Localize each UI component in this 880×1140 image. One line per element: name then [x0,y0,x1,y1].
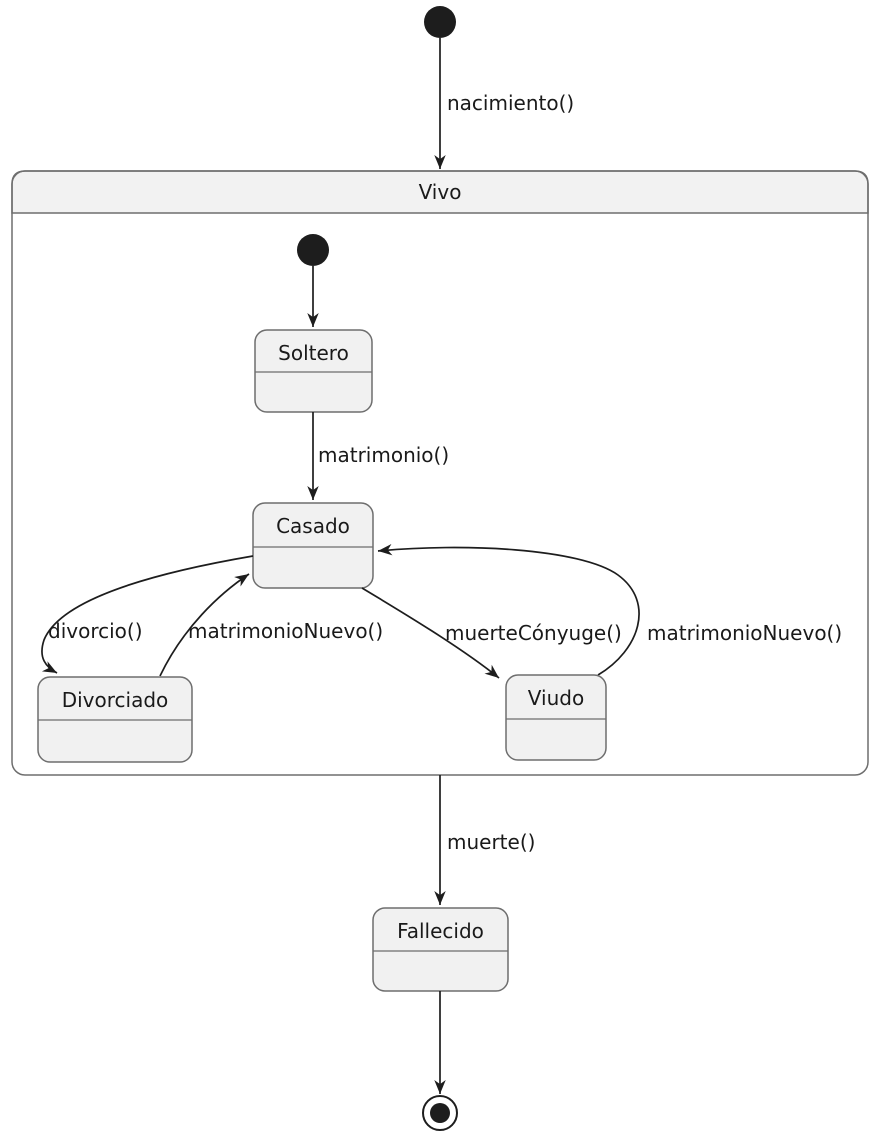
transition-divorcio-label: divorcio() [48,619,143,643]
initial-state-icon [424,6,456,38]
state-divorciado: Divorciado [37,676,193,763]
transition-divorcio-arrow [41,555,254,674]
state-casado-label: Casado [276,514,350,538]
transition-matrimonio-nuevo-left-arrow [159,573,250,677]
state-fallecido-label: Fallecido [397,919,484,943]
transition-muerte-conyuge-label: muerteCónyuge() [445,621,622,645]
transition-matrimonio-nuevo-right-arrow [377,543,640,676]
state-soltero-label: Soltero [278,341,349,365]
transition-matrimonio-nuevo-left-label: matrimonioNuevo() [188,619,383,643]
transition-nacimiento-label: nacimiento() [447,91,574,115]
state-fallecido: Fallecido [372,907,509,992]
state-viudo-label: Viudo [528,686,584,710]
final-state-icon [422,1095,458,1131]
vivo-initial-state-icon [297,234,329,266]
transition-matrimonio-nuevo-right-label: matrimonioNuevo() [647,621,842,645]
composite-state-vivo: Vivo [11,170,869,776]
transition-muerte-label: muerte() [447,830,535,854]
state-soltero: Soltero [254,329,373,413]
transition-matrimonio-label: matrimonio() [318,443,449,467]
transition-muerte-conyuge-arrow [361,587,500,679]
state-divorciado-label: Divorciado [62,688,169,712]
state-viudo: Viudo [505,674,607,761]
state-casado: Casado [252,502,374,589]
composite-state-vivo-title: Vivo [419,180,462,204]
